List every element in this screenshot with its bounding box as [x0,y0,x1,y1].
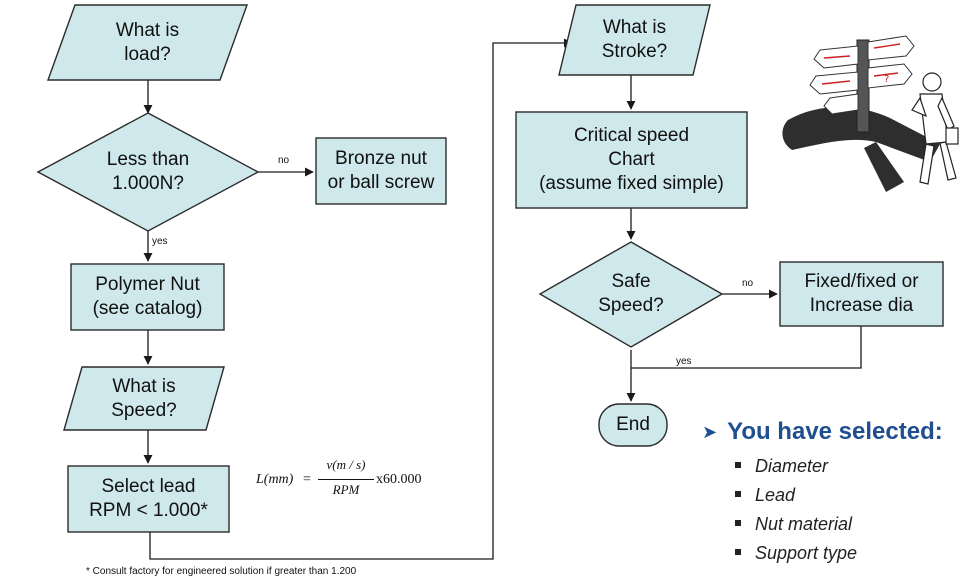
node-safe-speed: Safe Speed? [598,271,664,316]
square-bullet-icon [735,549,741,556]
node-less-than-shape [36,112,260,232]
formula-fraction-bar [318,479,374,480]
summary-item-lead: Lead [735,481,964,510]
summary-heading: You have selected: [727,418,943,445]
edge-label-no: no [278,155,290,166]
arrowhead-bullet-icon: ➤ [702,422,718,442]
edge-label-yes: yes [676,356,692,367]
node-polymer-nut-shape [70,263,225,331]
svg-text:?: ? [884,74,889,85]
node-fixed-fixed-shape [779,261,944,327]
node-fixed-fixed: Fixed/fixed or Increase dia [804,271,919,316]
node-select-lead: Select lead RPM < 1.000* [89,476,208,521]
node-end-shape [598,403,668,447]
edge-fixed-to-safe-join [631,326,862,369]
square-bullet-icon [735,520,741,527]
edge-lead-to-stroke [149,38,573,560]
edge-label-yes: yes [152,236,168,247]
node-select-lead-shape [67,465,230,533]
node-what-is-load-shape [47,4,248,81]
node-critical-speed: Critical speed Chart (assume fixed simpl… [539,125,724,194]
footnote: * Consult factory for engineered solutio… [86,566,357,577]
node-what-is-stroke-shape [558,4,711,76]
node-less-than: Less than 1.000N? [106,149,190,194]
selection-summary: ➤ You have selected: Diameter Lead Nut m… [702,418,964,568]
node-critical-speed-shape [515,111,748,209]
summary-item-support-type: Support type [735,539,964,568]
node-end: End [616,414,650,435]
formula-multiplier: x60.000 [376,472,422,487]
lead-formula: L(mm) = v(m / s) RPM x60.000 [256,457,436,507]
node-bronze-nut-shape [315,137,447,205]
square-bullet-icon [735,462,741,469]
formula-numerator: v(m / s) [326,457,366,472]
node-bronze-nut: Bronze nut or ball screw [327,148,435,193]
formula-denominator: RPM [332,482,360,497]
edge-label-no: no [742,278,754,289]
formula-equals: = [303,472,311,487]
node-what-is-stroke: What is Stroke? [601,17,668,62]
node-polymer-nut: Polymer Nut (see catalog) [92,274,203,319]
summary-list: Diameter Lead Nut material Support type [702,452,964,568]
node-what-is-speed-shape [63,366,225,431]
square-bullet-icon [735,491,741,498]
node-what-is-load: What is load? [115,19,180,65]
businessman-at-signpost-icon: ? [782,35,959,192]
summary-item-diameter: Diameter [735,452,964,481]
summary-heading-row: ➤ You have selected: [702,418,964,446]
formula-lhs: L(mm) [256,472,294,487]
node-safe-speed-shape [538,241,724,348]
node-what-is-speed: What is Speed? [111,375,177,421]
summary-item-nut-material: Nut material [735,510,964,539]
